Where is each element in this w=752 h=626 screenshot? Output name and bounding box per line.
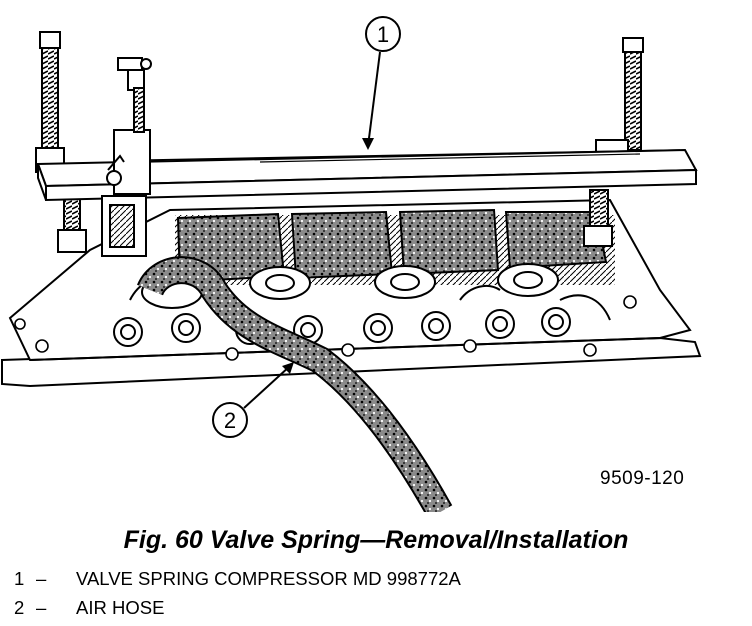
air-hose [137,256,453,512]
cylinder-head [1,198,702,388]
legend-label: AIR HOSE [76,597,165,618]
valve-spring-compressor [35,31,698,257]
legend-number: 2 [14,597,25,618]
legend-separator: – [36,568,47,589]
callout-1: 1 [362,16,401,150]
valve-spring-illustration: 1 2 [1,16,702,512]
figure-caption: Fig. 60 Valve Spring—Removal/Installatio… [123,526,629,554]
svg-text:1: 1 [377,22,389,47]
callout-2: 2 [212,362,294,438]
figure-code: 9509-120 [600,468,685,489]
legend-item: 1– VALVE SPRING COMPRESSOR MD 998772A [14,568,461,590]
legend-item: 2– AIR HOSE [14,597,164,619]
legend-number: 1 [14,568,25,589]
svg-text:2: 2 [224,408,236,433]
legend-separator: – [36,597,47,618]
legend-label: VALVE SPRING COMPRESSOR MD 998772A [76,568,461,589]
